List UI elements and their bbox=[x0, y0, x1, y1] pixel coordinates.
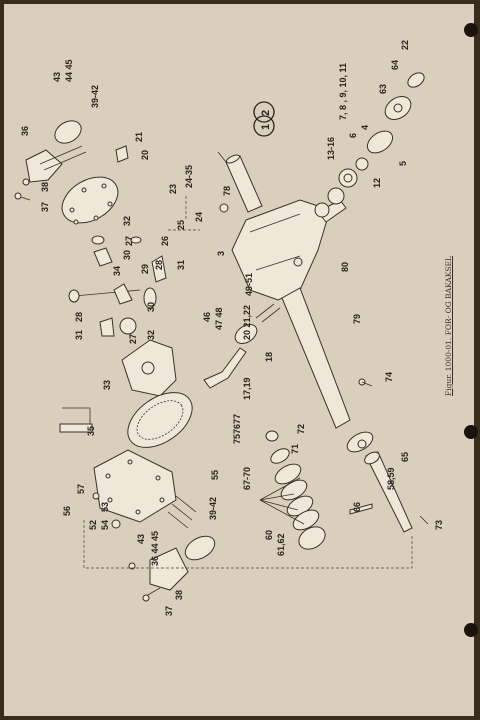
assembly-markers bbox=[253, 101, 275, 137]
wheel-hub-stack bbox=[314, 72, 425, 218]
lower-knuckle bbox=[128, 495, 216, 602]
rear-cover bbox=[92, 449, 177, 529]
flange-discs bbox=[259, 378, 429, 550]
upper-knuckle bbox=[14, 120, 129, 201]
axle-housing bbox=[231, 199, 374, 453]
punch-hole bbox=[464, 425, 478, 439]
punch-hole bbox=[464, 23, 478, 37]
pinion-shaft bbox=[203, 303, 281, 389]
diff-carrier bbox=[59, 339, 177, 433]
punch-hole bbox=[464, 623, 478, 637]
half-shaft bbox=[364, 451, 413, 533]
reference-line bbox=[83, 520, 413, 569]
ring-gear bbox=[127, 392, 193, 448]
tube-part bbox=[217, 151, 263, 213]
reference-line-2 bbox=[168, 196, 200, 231]
front-differential bbox=[61, 176, 167, 337]
